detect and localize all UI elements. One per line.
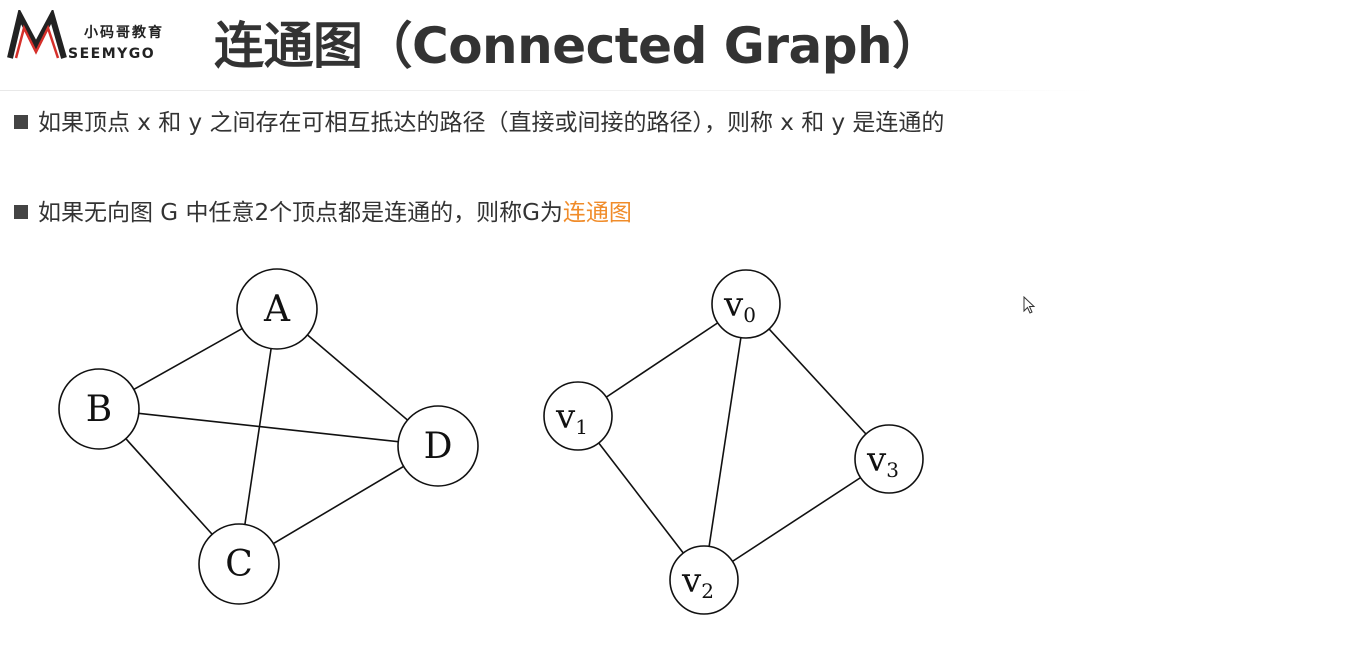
corner-watermark-icon <box>1150 0 1347 12</box>
node-label-v2: v2 <box>681 561 714 603</box>
logo-english-text: SEEMYGO <box>68 46 156 62</box>
square-bullet-icon <box>14 115 28 129</box>
node-label-v1: v1 <box>555 397 588 439</box>
bullet-connected-graph-definition: 如果无向图 G 中任意2个顶点都是连通的，则称G为连通图 <box>14 193 632 227</box>
node-B <box>58 368 140 450</box>
logo-chinese-text: 小码哥教育 <box>84 25 164 41</box>
node-label-v0: v0 <box>723 285 756 327</box>
node-label-v3: v3 <box>866 440 899 482</box>
edge-v0-v2 <box>703 303 747 581</box>
highlighted-term: 连通图 <box>562 200 632 226</box>
bullet-text: 如果顶点 x 和 y 之间存在可相互抵达的路径（直接或间接的路径），则称 x 和… <box>38 110 945 136</box>
edge-A-C <box>238 308 278 565</box>
edge-v2-v3 <box>703 458 890 581</box>
logo-m-mark-icon <box>7 7 67 59</box>
node-v0 <box>711 269 781 339</box>
node-label-A: A <box>263 289 291 330</box>
square-bullet-icon <box>14 205 28 219</box>
node-label-C: C <box>225 544 253 585</box>
title-divider <box>0 90 1095 91</box>
node-label-D: D <box>424 426 453 467</box>
node-A <box>236 268 318 350</box>
graph-abcd: A B C D <box>58 268 479 605</box>
node-D <box>397 405 479 487</box>
bullet-connected-definition: 如果顶点 x 和 y 之间存在可相互抵达的路径（直接或间接的路径），则称 x 和… <box>14 103 944 137</box>
edge-v0-v3 <box>745 303 890 460</box>
page-title: 连通图（Connected Graph） <box>214 17 942 75</box>
mouse-cursor-icon <box>1023 296 1036 314</box>
node-v1 <box>543 381 613 451</box>
node-v3 <box>854 424 924 494</box>
bullet-text: 如果无向图 G 中任意2个顶点都是连通的，则称G为 <box>38 200 563 226</box>
node-label-B: B <box>86 389 112 430</box>
graph-v0-v3: v0 v1 v2 v3 <box>543 269 924 615</box>
seemygo-logo: 小码哥教育 SEEMYGO <box>6 7 196 64</box>
node-C <box>198 523 280 605</box>
node-v2 <box>669 545 739 615</box>
edge-B-D <box>98 408 439 447</box>
